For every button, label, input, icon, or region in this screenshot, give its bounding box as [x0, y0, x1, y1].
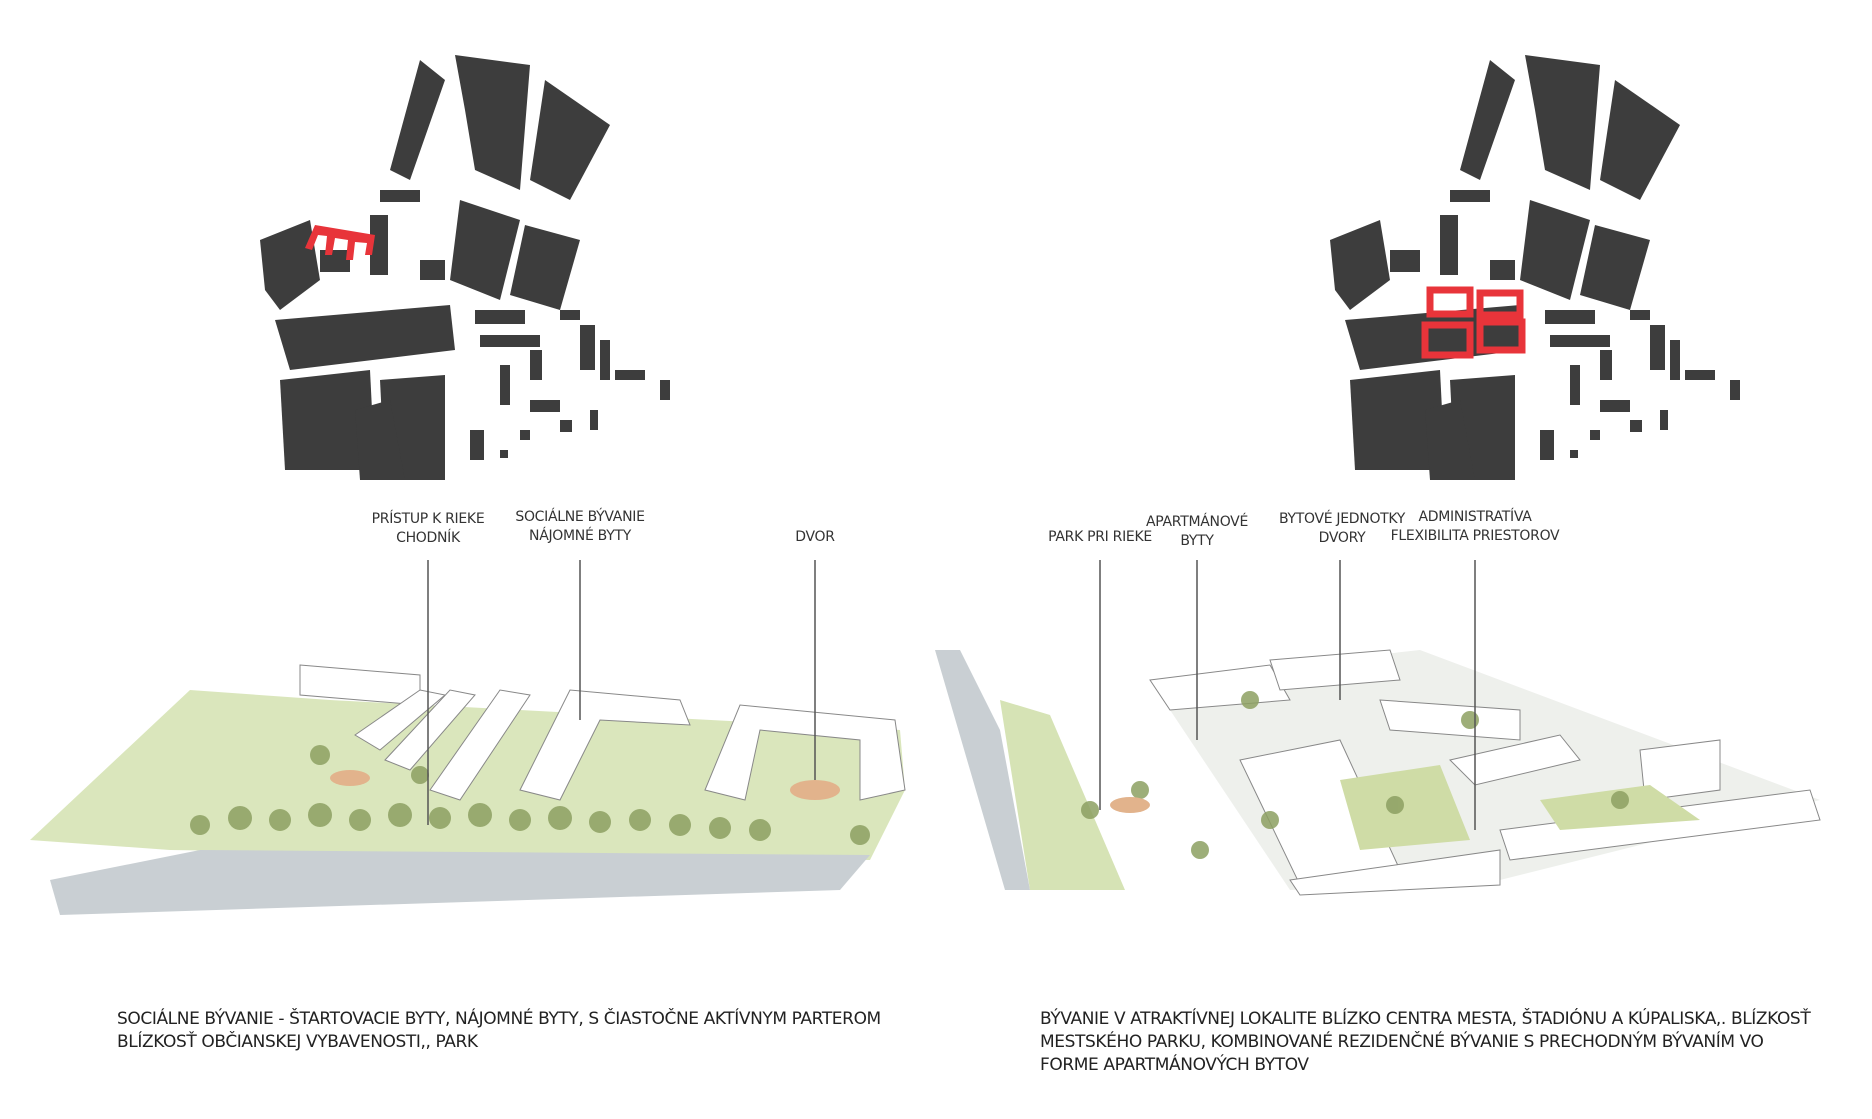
label-line: CHODNÍK — [396, 530, 460, 546]
label-river-park: PARK PRI RIEKE — [1048, 528, 1152, 547]
axonometric-left — [30, 664, 906, 915]
axonometric-right — [935, 649, 1821, 896]
label-line: PARK PRI RIEKE — [1048, 529, 1152, 545]
label-line: FLEXIBILITA PRIESTOROV — [1390, 528, 1560, 544]
site-map-right — [1330, 55, 1740, 480]
label-line: BYTY — [1180, 533, 1214, 549]
label-river-access: PRÍSTUP K RIEKE CHODNÍK — [372, 510, 485, 548]
label-line: PRÍSTUP K RIEKE — [371, 511, 485, 527]
label-courtyard: DVOR — [795, 528, 835, 547]
label-line: SOCIÁLNE BÝVANIE — [515, 509, 645, 525]
description-line: BÝVANIE V ATRAKTÍVNEJ LOKALITE BLÍZKO CE… — [1040, 1009, 1811, 1029]
label-line: BYTOVÉ JEDNOTKY — [1278, 511, 1406, 527]
label-line: APARTMÁNOVÉ — [1146, 514, 1248, 530]
label-housing-units: BYTOVÉ JEDNOTKY DVORY — [1279, 510, 1405, 548]
leader-lines — [427, 560, 1476, 830]
label-line: DVOR — [795, 529, 835, 545]
description-line: FORME APARTMÁNOVÝCH BYTOV — [1040, 1055, 1309, 1075]
description-line: MESTSKÉHO PARKU, KOMBINOVANÉ REZIDENČNÉ … — [1040, 1032, 1764, 1052]
site-map-left — [260, 55, 670, 480]
label-line: ADMINISTRATÍVA — [1418, 509, 1532, 525]
highlighted-site — [1421, 286, 1526, 359]
description-line: SOCIÁLNE BÝVANIE - ŠTARTOVACIE BYTY, NÁJ… — [117, 1009, 881, 1029]
label-social-housing: SOCIÁLNE BÝVANIE NÁJOMNÉ BYTY — [515, 508, 645, 546]
label-line: NÁJOMNÉ BYTY — [529, 528, 631, 544]
highlighted-site — [305, 225, 375, 260]
description-line: BLÍZKOSŤ OBČIANSKEJ VYBAVENOSTI,, PARK — [117, 1032, 478, 1052]
description-right: BÝVANIE V ATRAKTÍVNEJ LOKALITE BLÍZKO CE… — [1040, 1008, 1811, 1077]
description-left: SOCIÁLNE BÝVANIE - ŠTARTOVACIE BYTY, NÁJ… — [117, 1008, 881, 1054]
label-administration: ADMINISTRATÍVA FLEXIBILITA PRIESTOROV — [1391, 508, 1560, 546]
label-apartments: APARTMÁNOVÉ BYTY — [1146, 513, 1248, 551]
label-line: DVORY — [1318, 530, 1366, 546]
